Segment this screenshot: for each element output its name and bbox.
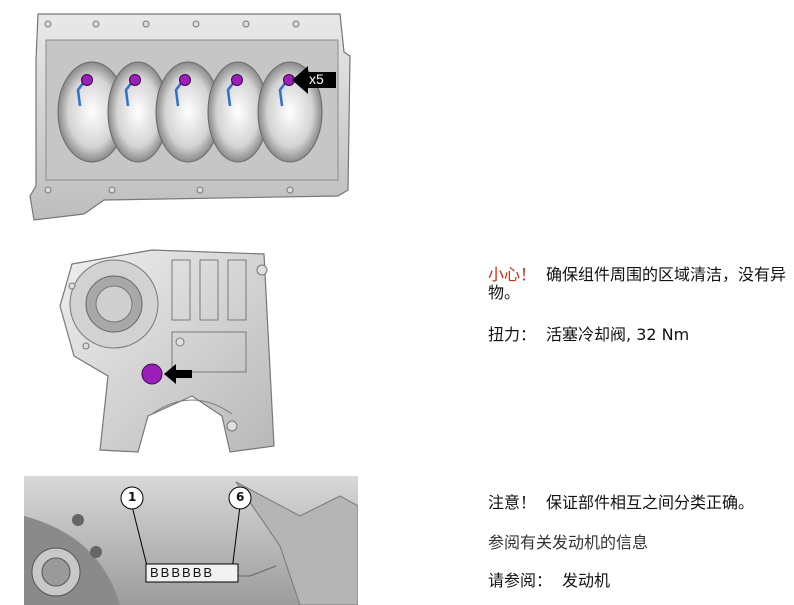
caution-note: 小心！确保组件周围的区域清洁，没有异物。 bbox=[488, 266, 788, 302]
caution-label: 小心！ bbox=[488, 265, 536, 284]
figure-block-codes: 1 6 BBBBBB bbox=[0, 476, 358, 605]
notice-text: 保证部件相互之间分类正确。 bbox=[546, 493, 754, 512]
callout-x5-label: x5 bbox=[309, 71, 324, 87]
torque-item: 活塞冷却阀 bbox=[546, 325, 626, 344]
callout-1-label: 1 bbox=[128, 490, 136, 504]
notice-note: 注意！ 保证部件相互之间分类正确。 bbox=[488, 494, 788, 512]
torque-label: 扭力： bbox=[488, 325, 536, 344]
reference-info-text: 参阅有关发动机的信息 bbox=[488, 534, 788, 552]
figure-engine-block-side bbox=[52, 246, 278, 454]
torque-spec: 扭力： 活塞冷却阀, 32 Nm bbox=[488, 326, 788, 344]
figure-engine-block-top: x5 bbox=[0, 0, 380, 230]
reference-link-engine[interactable]: 发动机 bbox=[562, 571, 610, 590]
notice-label: 注意！ bbox=[488, 493, 536, 512]
torque-value: , 32 Nm bbox=[626, 325, 689, 344]
block-code-string: BBBBBB bbox=[150, 565, 214, 580]
reference-line: 请参阅： 发动机 bbox=[488, 572, 788, 590]
callout-6-label: 6 bbox=[236, 490, 244, 504]
reference-label: 请参阅： bbox=[488, 571, 552, 590]
